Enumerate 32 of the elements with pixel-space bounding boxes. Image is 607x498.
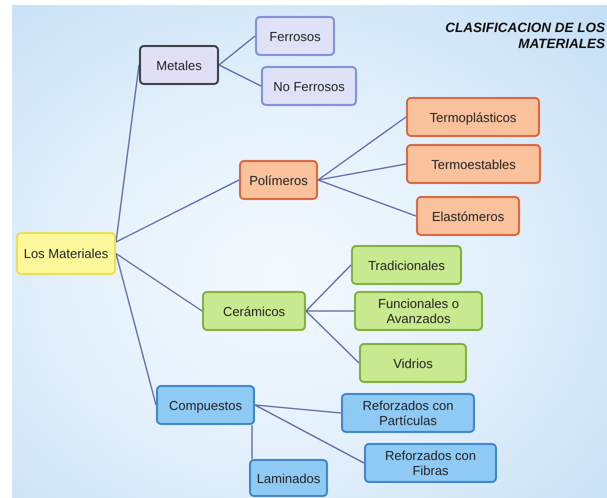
category-node: Polímeros bbox=[239, 160, 318, 200]
connector-line bbox=[318, 116, 406, 181]
subcategory-node: Reforzados con Partículas bbox=[341, 393, 475, 433]
subcategory-node: Vidrios bbox=[359, 343, 467, 383]
connector-line bbox=[306, 310, 354, 312]
subcategory-node: Termoestables bbox=[406, 144, 541, 184]
connector-line bbox=[254, 404, 364, 464]
connector-line bbox=[318, 163, 406, 181]
connector-line bbox=[116, 179, 240, 243]
connector-line bbox=[318, 179, 416, 217]
connector-line bbox=[116, 252, 202, 312]
connector-line bbox=[115, 64, 140, 242]
subcategory-node: Ferrosos bbox=[255, 16, 335, 56]
connector-line bbox=[306, 310, 360, 364]
diagram-title: CLASIFICACION DE LOS MATERIALES bbox=[444, 20, 605, 52]
subcategory-node: Termoplásticos bbox=[406, 97, 540, 137]
root-node: Los Materiales bbox=[16, 232, 116, 275]
subcategory-node: Tradicionales bbox=[351, 245, 462, 285]
connector-line bbox=[218, 64, 262, 87]
subcategory-node: No Ferrosos bbox=[261, 66, 357, 106]
category-node: Metales bbox=[139, 45, 219, 85]
connector-line bbox=[115, 253, 157, 406]
connector-line bbox=[254, 404, 342, 414]
subcategory-node: Reforzados con Fibras bbox=[364, 443, 497, 483]
subcategory-node: Elastómeros bbox=[416, 196, 520, 236]
subcategory-node: Funcionales o Avanzados bbox=[354, 291, 483, 331]
category-node: Cerámicos bbox=[202, 291, 306, 331]
connector-line bbox=[306, 264, 352, 312]
connector-line bbox=[218, 36, 256, 66]
subcategory-node: Laminados bbox=[249, 459, 328, 497]
connector-line bbox=[251, 425, 253, 459]
category-node: Compuestos bbox=[156, 385, 255, 425]
